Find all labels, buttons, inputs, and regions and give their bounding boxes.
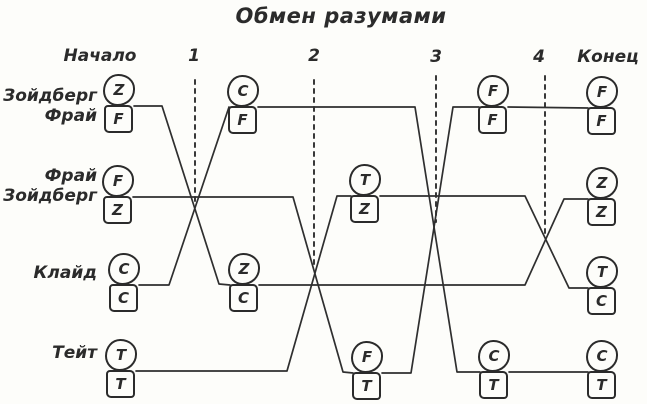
mind-circle: T bbox=[586, 256, 618, 288]
mind-line-Z bbox=[133, 105, 231, 286]
mind-circle: F bbox=[477, 75, 509, 107]
mind-circle: F bbox=[586, 76, 618, 108]
mind-circle: Z bbox=[586, 167, 618, 199]
body-square: T bbox=[106, 370, 135, 398]
body-square: T bbox=[479, 371, 508, 399]
row-label-line: Зойдберг bbox=[3, 86, 97, 106]
column-header-swap-2: 2 bbox=[308, 46, 320, 66]
body-square: Z bbox=[350, 195, 379, 223]
mind-circle: Z bbox=[103, 74, 135, 106]
diagram-title: Обмен разумами bbox=[235, 4, 447, 28]
mind-circle: Z bbox=[228, 253, 260, 285]
body-square: Z bbox=[587, 198, 616, 226]
column-header-swap-1: 1 bbox=[188, 46, 200, 66]
column-header-swap-4: 4 bbox=[533, 47, 545, 67]
mind-line-Z bbox=[258, 198, 589, 286]
body-square: C bbox=[587, 287, 616, 315]
row-label-line: Тейт bbox=[52, 343, 97, 363]
body-square: F bbox=[587, 107, 616, 135]
row-label-3: Клайд bbox=[34, 263, 97, 283]
mind-line-C bbox=[257, 106, 481, 373]
mind-line-T bbox=[379, 195, 589, 289]
mind-circle: F bbox=[351, 341, 383, 373]
body-square: F bbox=[478, 106, 507, 134]
mind-circle: F bbox=[102, 165, 134, 197]
column-header-swap-3: 3 bbox=[430, 47, 442, 67]
body-square: F bbox=[104, 105, 133, 133]
row-label-4: Тейт bbox=[52, 343, 97, 363]
mind-line-F bbox=[507, 106, 589, 109]
row-label-line: Фрай bbox=[44, 106, 97, 126]
body-square: F bbox=[228, 106, 257, 134]
body-square: C bbox=[229, 284, 258, 312]
mind-circle: T bbox=[105, 339, 137, 371]
mind-circle: C bbox=[586, 340, 618, 372]
row-label-line: Клайд bbox=[33, 263, 97, 283]
row-label-line: Фрай bbox=[44, 166, 97, 186]
body-square: C bbox=[109, 284, 138, 312]
body-square: T bbox=[587, 371, 616, 399]
mind-circle: T bbox=[349, 164, 381, 196]
body-square: Z bbox=[103, 196, 132, 224]
body-square: T bbox=[352, 372, 381, 400]
mind-circle: C bbox=[108, 253, 140, 285]
mind-line-T bbox=[135, 195, 352, 372]
mind-line-C bbox=[138, 106, 230, 286]
column-header-end: Конец bbox=[577, 47, 639, 67]
mind-circle: C bbox=[227, 75, 259, 107]
row-label-line: Зойдберг bbox=[3, 186, 97, 206]
mind-line-F bbox=[381, 106, 480, 374]
column-header-start: Начало bbox=[63, 46, 137, 66]
mind-circle: C bbox=[478, 340, 510, 372]
